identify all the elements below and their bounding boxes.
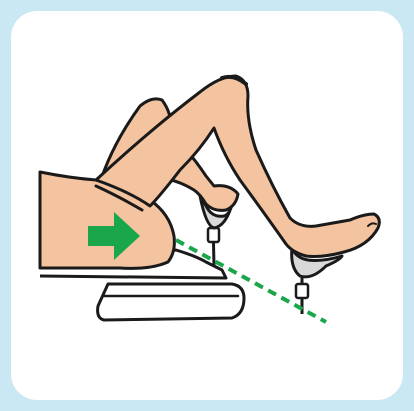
table-cushion xyxy=(98,284,244,320)
right-stirrup-clamp xyxy=(296,284,308,298)
left-stirrup-clamp xyxy=(208,228,219,242)
exam-position-illustration xyxy=(11,11,403,400)
illustration-card xyxy=(11,11,403,400)
